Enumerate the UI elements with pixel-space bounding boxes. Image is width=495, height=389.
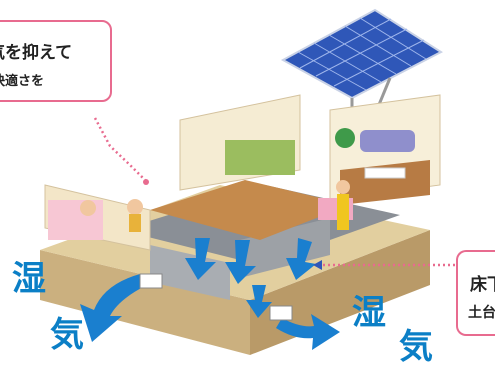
moisture-label-right-1: 湿 <box>352 293 386 333</box>
living-room-floor <box>340 160 430 205</box>
moisture-outflow-arrow-right <box>276 314 340 350</box>
vent-right <box>269 305 293 321</box>
child-body <box>129 214 141 232</box>
tatami-room <box>225 140 295 175</box>
callout-right-line2: 土台 <box>468 305 495 321</box>
callout-right-line1: 床下 <box>470 275 495 295</box>
moisture-label-left-1: 湿 <box>12 259 46 299</box>
moisture-label-right-2: 気 <box>399 327 433 367</box>
callout-top-line1: 気を抑えて <box>0 43 73 63</box>
woman-head <box>336 180 350 194</box>
solar-panel <box>280 8 444 118</box>
sofa <box>360 130 415 152</box>
moisture-outflow-arrow-left <box>80 274 145 342</box>
child-head <box>127 199 143 215</box>
house-plant <box>335 128 355 148</box>
woman-body <box>337 194 349 230</box>
moisture-label-left-2: 気 <box>50 315 84 355</box>
callout-connector-top <box>93 117 146 181</box>
vent-left <box>139 273 163 289</box>
callout-box-right: 床下 土台 <box>456 250 495 336</box>
wooden-floor <box>150 180 350 240</box>
dining-table <box>364 167 406 179</box>
callout-top-line2: 快適さを <box>0 74 45 89</box>
person-bath-head <box>80 200 96 216</box>
callout-box-top: 気を抑えて 快適さを <box>0 20 112 102</box>
airflow-arrows <box>185 238 316 318</box>
